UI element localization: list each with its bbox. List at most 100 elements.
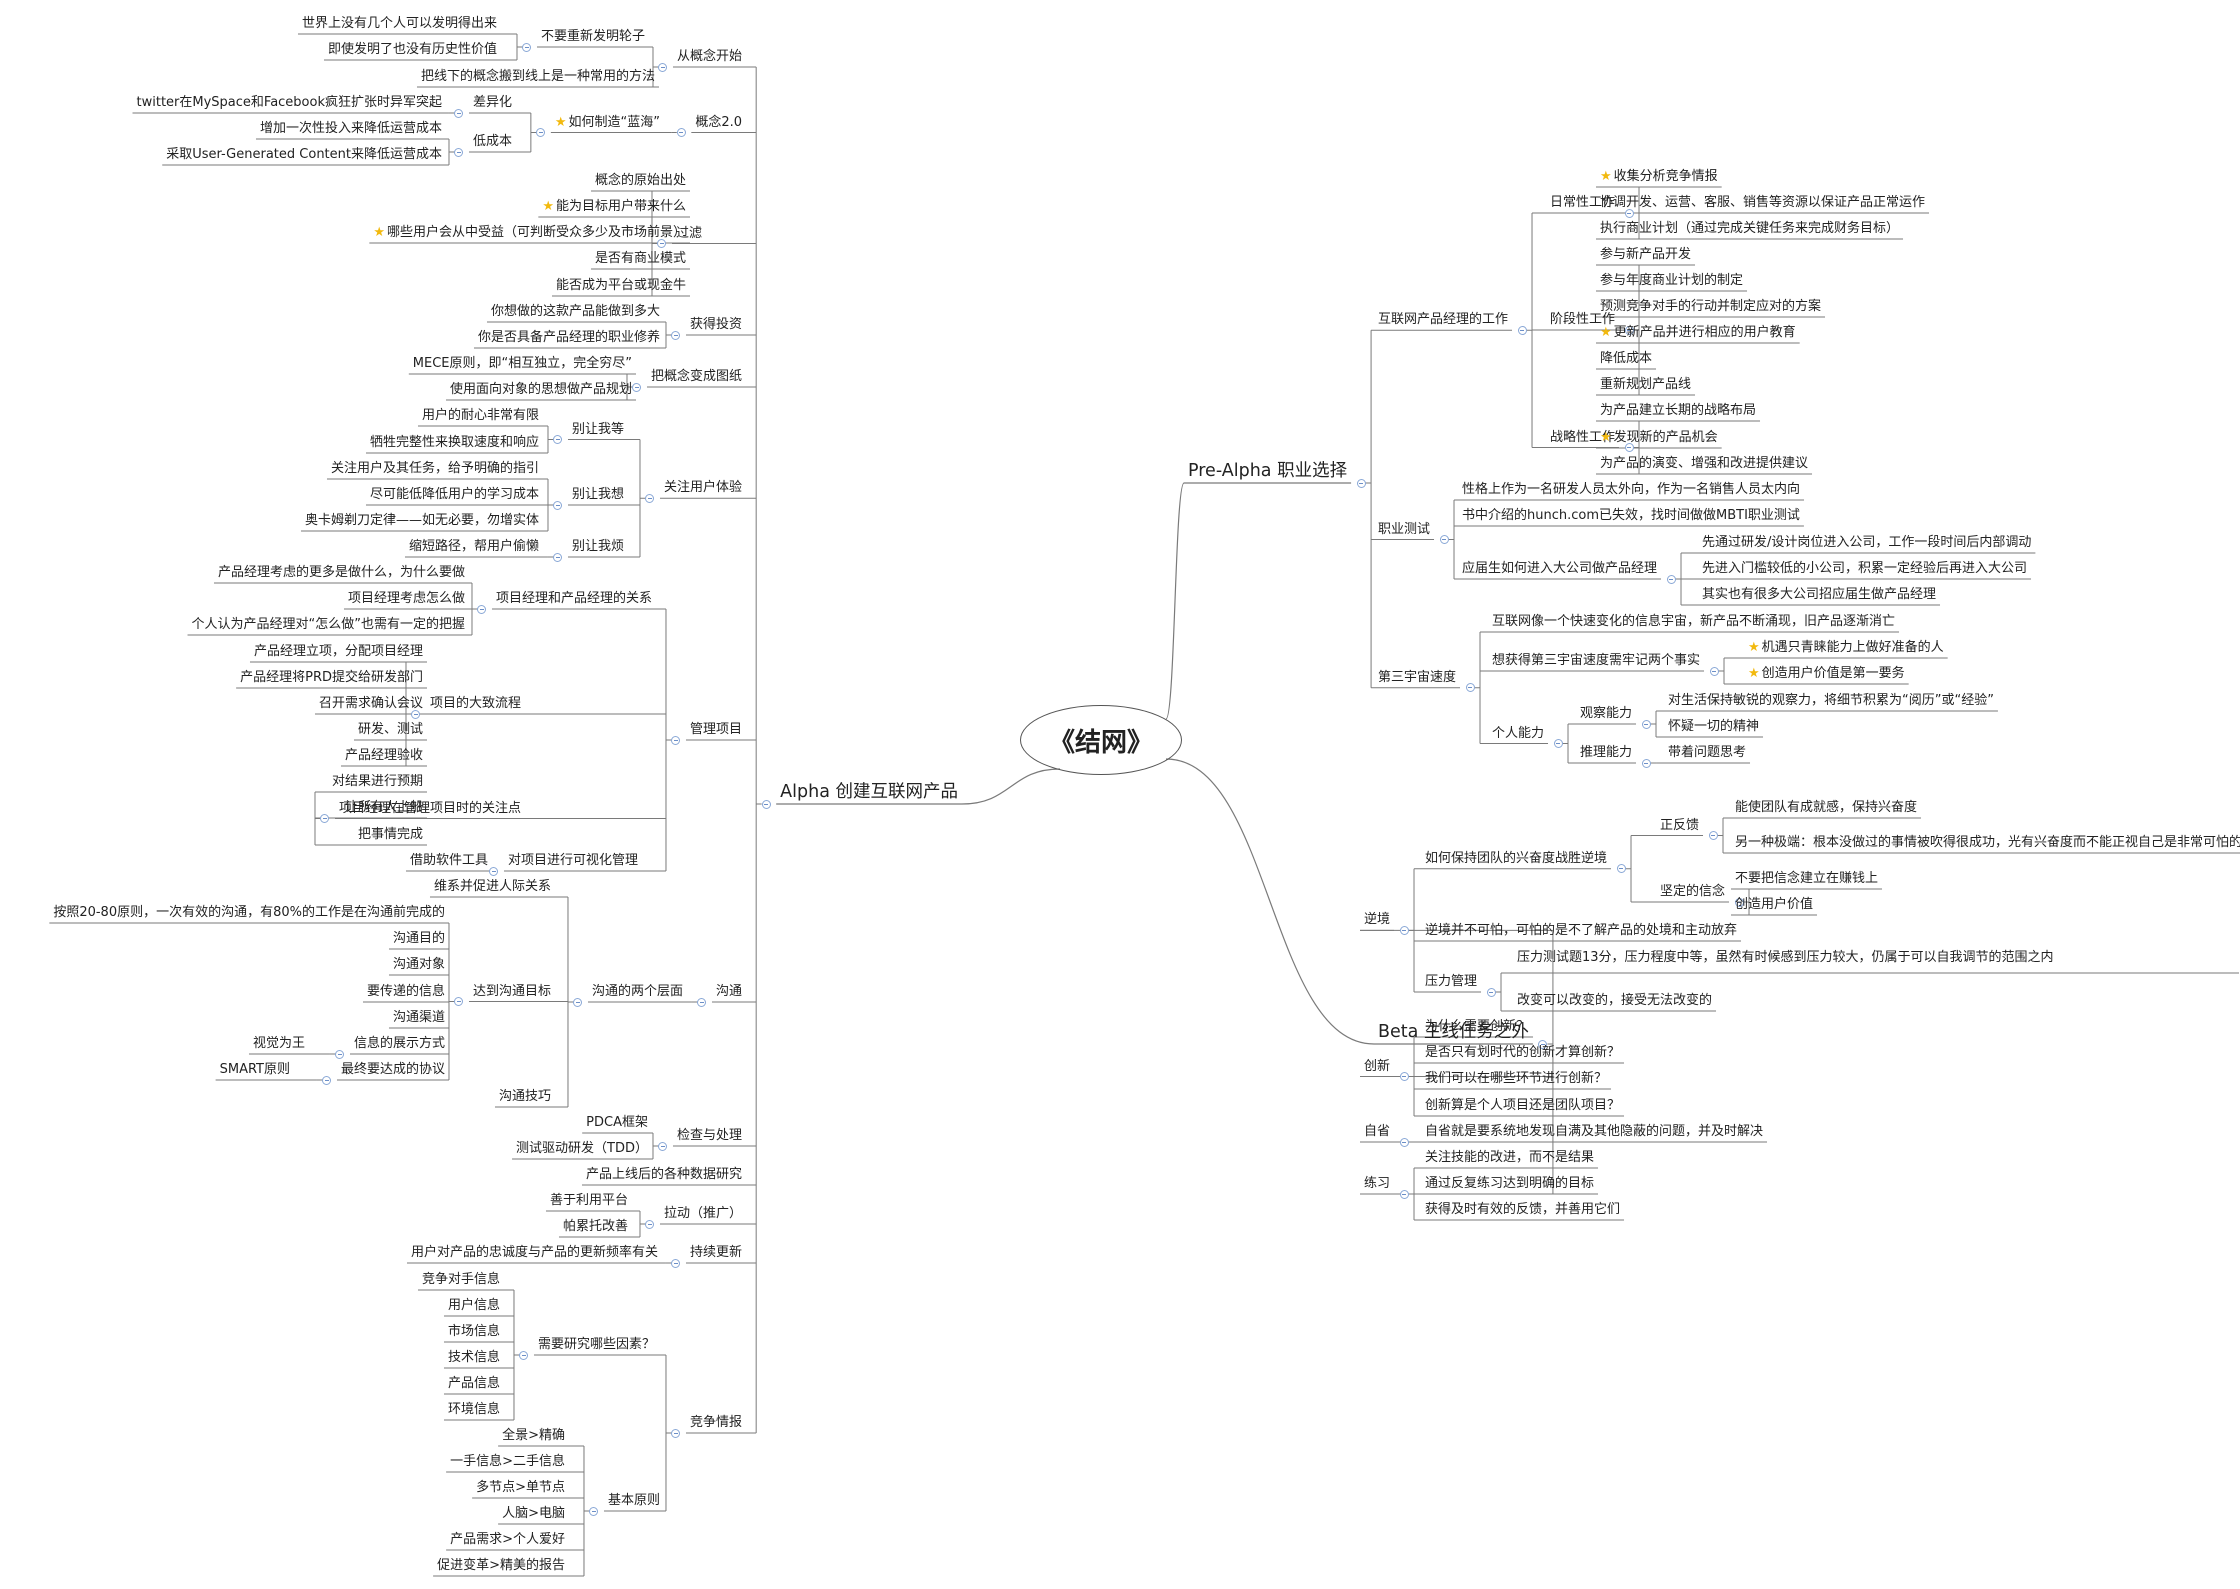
collapse-toggle[interactable] [1465, 683, 1475, 693]
topic-right-1-children-1[interactable]: 创新 [1364, 1059, 1390, 1075]
topic-right-0-children-1-children-2-children-1[interactable]: 先进入门槛较低的小公司，积累一定经验后再进入大公司 [1702, 561, 2027, 577]
topic-left-0-children-0-children-0-children-0[interactable]: 世界上没有几个人可以发明得出来 [302, 16, 497, 32]
topic-left-0-children-5-children-2[interactable]: 别让我烦 [572, 539, 624, 555]
topic-right-0-children-2-children-2-children-0-children-0[interactable]: 对生活保持敏锐的观察力，将细节积累为“阅历”或“经验” [1668, 693, 1994, 709]
topic-right-0-children-0-children-0[interactable]: 日常性工作 [1550, 195, 1615, 211]
collapse-toggle[interactable] [553, 552, 563, 562]
topic-left-0-children-7-children-0-children-1-children-6-children-0[interactable]: SMART原则 [220, 1062, 290, 1078]
topic-right-1-children-2-children-0[interactable]: 自省就是要系统地发现自满及其他隐蔽的问题，并及时解决 [1425, 1124, 1763, 1140]
topic-right-0-children-1[interactable]: 职业测试 [1378, 522, 1430, 538]
topic-right-1-children-2[interactable]: 自省 [1364, 1124, 1390, 1140]
topic-left-0-children-12-children-0-children-5[interactable]: 环境信息 [448, 1402, 500, 1418]
collapse-toggle[interactable] [553, 500, 563, 510]
topic-left-0-children-6-children-1-children-4[interactable]: 产品经理验收 [345, 748, 423, 764]
topic-left-0-children-5-children-2-children-0[interactable]: 缩短路径，帮用户偷懒 [409, 539, 539, 555]
topic-left-0-children-6-children-0-children-1[interactable]: 项目经理考虑怎么做 [348, 591, 465, 607]
topic-right-1-children-0-children-2-children-0[interactable]: 压力测试题13分，压力程度中等，虽然有时候感到压力较大，仍属于可以自我调节的范围… [1517, 950, 2235, 966]
topic-right-0-children-2-children-1[interactable]: 想获得第三宇宙速度需牢记两个事实 [1492, 653, 1700, 669]
collapse-toggle[interactable] [1399, 1072, 1409, 1081]
topic-left-0-children-7-children-0-children-1-children-4[interactable]: 沟通渠道 [393, 1010, 445, 1026]
topic-right-0-children-0[interactable]: 互联网产品经理的工作 [1378, 312, 1508, 328]
topic-left-0-children-12-children-1-children-3[interactable]: 人脑>电脑 [502, 1506, 565, 1522]
root-topic[interactable]: 《结网》 [1020, 705, 1182, 775]
topic-left-0-children-12-children-1-children-2[interactable]: 多节点>单节点 [476, 1480, 565, 1496]
topic-left-0-children-12-children-0-children-1[interactable]: 用户信息 [448, 1298, 500, 1314]
topic-left-0-children-6-children-2[interactable]: 项目经理在管理项目时的关注点 [339, 801, 521, 817]
collapse-toggle[interactable] [1538, 1039, 1548, 1049]
topic-left-0-children-6-children-3[interactable]: 对项目进行可视化管理 [508, 853, 638, 869]
topic-left-0-children-6-children-1-children-3[interactable]: 研发、测试 [358, 722, 423, 738]
collapse-toggle[interactable] [645, 1219, 655, 1229]
topic-right-1-children-3-children-0[interactable]: 关注技能的改进，而不是结果 [1425, 1150, 1594, 1166]
topic-right-0-children-2-children-1-children-0[interactable]: ★机遇只青睐能力上做好准备的人 [1748, 640, 1944, 656]
topic-left-0-children-4[interactable]: 把概念变成图纸 [651, 369, 742, 385]
collapse-toggle[interactable] [1624, 208, 1634, 218]
topic-left-0-children-1-children-0-children-1[interactable]: 低成本 [473, 134, 512, 150]
topic-left-0-children-12-children-1-children-0[interactable]: 全景>精确 [502, 1428, 565, 1444]
topic-right-1-children-1-children-3[interactable]: 创新算是个人项目还是团队项目？ [1425, 1098, 1620, 1114]
topic-left-0-children-12-children-1-children-4[interactable]: 产品需求>个人爱好 [450, 1532, 565, 1548]
topic-left-0-children-12-children-1[interactable]: 基本原则 [608, 1493, 660, 1509]
topic-left-0-children-5-children-0-children-0[interactable]: 用户的耐心非常有限 [422, 408, 539, 424]
collapse-toggle[interactable] [671, 735, 681, 745]
topic-right-1-children-3-children-1[interactable]: 通过反复练习达到明确的目标 [1425, 1176, 1594, 1192]
topic-right-1-children-0[interactable]: 逆境 [1364, 912, 1390, 928]
collapse-toggle[interactable] [1553, 739, 1563, 748]
topic-left-0-children-7-children-0-children-1-children-3[interactable]: 要传递的信息 [367, 984, 445, 1000]
topic-left-0-children-1-children-0-children-1-children-1[interactable]: 采取User-Generated Content来降低运营成本 [166, 147, 442, 163]
topic-right-0-children-0-children-2[interactable]: 战略性工作 [1550, 430, 1615, 446]
topic-right-0-children-2-children-2[interactable]: 个人能力 [1492, 726, 1544, 742]
topic-right-0-children-0-children-1[interactable]: 阶段性工作 [1550, 312, 1615, 328]
collapse-toggle[interactable] [553, 435, 563, 444]
collapse-toggle[interactable] [645, 493, 655, 503]
collapse-toggle[interactable] [519, 1350, 529, 1360]
topic-left-0-children-6-children-2-children-1[interactable]: 让所有人上船 [345, 800, 423, 816]
topic-left-0-children-11[interactable]: 持续更新 [690, 1245, 742, 1261]
topic-left-0-children-7-children-0-children-1-children-6[interactable]: 最终要达成的协议 [341, 1062, 445, 1078]
topic-right-0-children-2-children-0[interactable]: 互联网像一个快速变化的信息宇宙，新产品不断涌现，旧产品逐渐消亡 [1492, 614, 1895, 630]
topic-left-0-children-10-children-1[interactable]: 帕累托改善 [563, 1219, 628, 1235]
collapse-toggle[interactable] [1439, 535, 1449, 544]
collapse-toggle[interactable] [536, 128, 546, 137]
topic-left-0-children-0-children-0-children-1[interactable]: 即使发明了也没有历史性价值 [328, 42, 497, 58]
collapse-toggle[interactable] [1399, 1137, 1409, 1147]
topic-left-0-children-12-children-1-children-5[interactable]: 促进变革>精美的报告 [437, 1558, 565, 1574]
topic-left-0-children-4-children-0[interactable]: MECE原则，即“相互独立，完全穷尽” [413, 356, 632, 372]
topic-left-0-children-7[interactable]: 沟通 [716, 984, 742, 1000]
topic-left-0-children-12-children-0[interactable]: 需要研究哪些因素？ [538, 1337, 655, 1353]
topic-right-0-children-0-children-1-children-1[interactable]: 参与年度商业计划的制定 [1600, 273, 1743, 289]
topic-left-0-children-6-children-1-children-1[interactable]: 产品经理将PRD提交给研发部门 [240, 670, 423, 686]
collapse-toggle[interactable] [322, 1075, 332, 1085]
topic-right-0[interactable]: Pre-Alpha 职业选择 [1188, 461, 1347, 481]
topic-right-0-children-0-children-0-children-0[interactable]: ★收集分析竞争情报 [1600, 169, 1718, 185]
topic-right-1-children-0-children-2[interactable]: 压力管理 [1425, 974, 1477, 990]
topic-right-0-children-2-children-2-children-0-children-1[interactable]: 怀疑一切的精神 [1668, 719, 1759, 735]
topic-left-0-children-12-children-0-children-3[interactable]: 技术信息 [448, 1350, 500, 1366]
topic-left-0-children-10-children-0[interactable]: 善于利用平台 [550, 1193, 628, 1209]
collapse-toggle[interactable] [1708, 831, 1718, 840]
topic-left-0-children-2-children-2[interactable]: ★哪些用户会从中受益（可判断受众多少及市场前景） [373, 225, 686, 241]
topic-left-0-children-9[interactable]: 产品上线后的各种数据研究 [586, 1167, 742, 1183]
topic-right-0-children-0-children-2-children-2[interactable]: 为产品的演变、增强和改进提供建议 [1600, 456, 1808, 472]
topic-right-0-children-2[interactable]: 第三宇宙速度 [1378, 670, 1456, 686]
topic-right-0-children-1-children-2-children-2[interactable]: 其实也有很多大公司招应届生做产品经理 [1702, 587, 1936, 603]
topic-left-0-children-8[interactable]: 检查与处理 [677, 1128, 742, 1144]
topic-left-0-children-7-children-0-children-1[interactable]: 达到沟通目标 [473, 984, 551, 1000]
collapse-toggle[interactable] [632, 382, 642, 392]
topic-right-0-children-2-children-2-children-1[interactable]: 推理能力 [1580, 745, 1632, 761]
collapse-toggle[interactable] [1709, 666, 1719, 676]
collapse-toggle[interactable] [1666, 574, 1676, 584]
topic-left-0-children-7-children-0-children-1-children-5[interactable]: 信息的展示方式 [354, 1036, 445, 1052]
topic-left-0-children-1-children-0-children-0-children-0[interactable]: twitter在MySpace和Facebook疯狂扩张时异军突起 [137, 95, 443, 111]
collapse-toggle[interactable] [1734, 897, 1744, 907]
topic-left-0-children-3[interactable]: 获得投资 [690, 317, 742, 333]
topic-left-0-children-7-children-0-children-1-children-2[interactable]: 沟通对象 [393, 957, 445, 973]
collapse-toggle[interactable] [1486, 987, 1496, 997]
topic-right-1-children-3[interactable]: 练习 [1364, 1176, 1390, 1192]
topic-left-0-children-5-children-1-children-2[interactable]: 奥卡姆剃刀定律——如无必要，勿增实体 [305, 513, 539, 529]
topic-left-0-children-7-children-0-children-0[interactable]: 维系并促进人际关系 [434, 879, 551, 895]
topic-right-0-children-0-children-2-children-1[interactable]: ★发现新的产品机会 [1600, 430, 1718, 446]
collapse-toggle[interactable] [1624, 443, 1634, 452]
topic-left-0-children-7-children-0[interactable]: 沟通的两个层面 [592, 984, 683, 1000]
topic-right-1-children-0-children-2-children-1[interactable]: 改变可以改变的，接受无法改变的 [1517, 993, 1712, 1009]
